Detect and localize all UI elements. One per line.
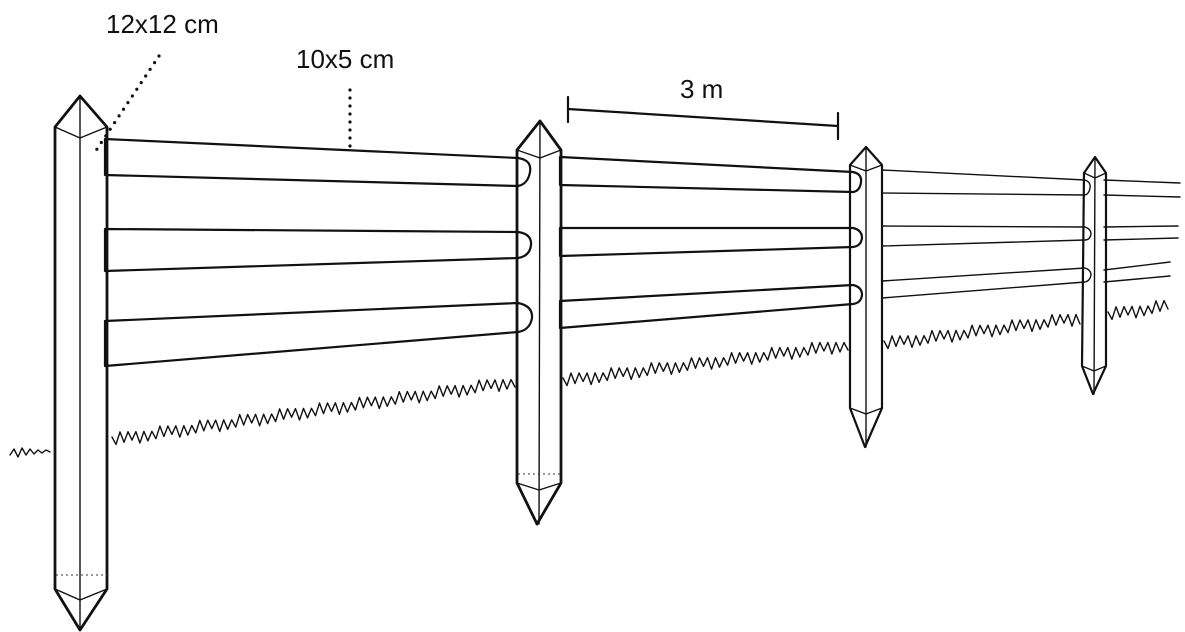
rail-size-label: 10x5 cm bbox=[296, 44, 394, 74]
post-1 bbox=[53, 94, 109, 632]
post-size-annotation: 12x12 cm bbox=[93, 9, 219, 154]
rails-section-3 bbox=[881, 169, 1092, 299]
rails-section-1 bbox=[103, 137, 534, 368]
grass-line bbox=[9, 299, 1169, 458]
rails-section-2 bbox=[558, 155, 864, 330]
post-3 bbox=[848, 145, 884, 449]
post-spacing-label: 3 m bbox=[680, 74, 723, 104]
spacing-dimension-line bbox=[566, 107, 840, 128]
rails-section-4 bbox=[1103, 179, 1181, 283]
post-2 bbox=[515, 119, 563, 526]
post-spacing-annotation: 3 m bbox=[566, 74, 840, 141]
post-4 bbox=[1080, 155, 1108, 396]
post-size-label: 12x12 cm bbox=[106, 9, 219, 39]
rail-size-annotation: 10x5 cm bbox=[296, 44, 394, 150]
post-size-leader bbox=[93, 54, 161, 154]
